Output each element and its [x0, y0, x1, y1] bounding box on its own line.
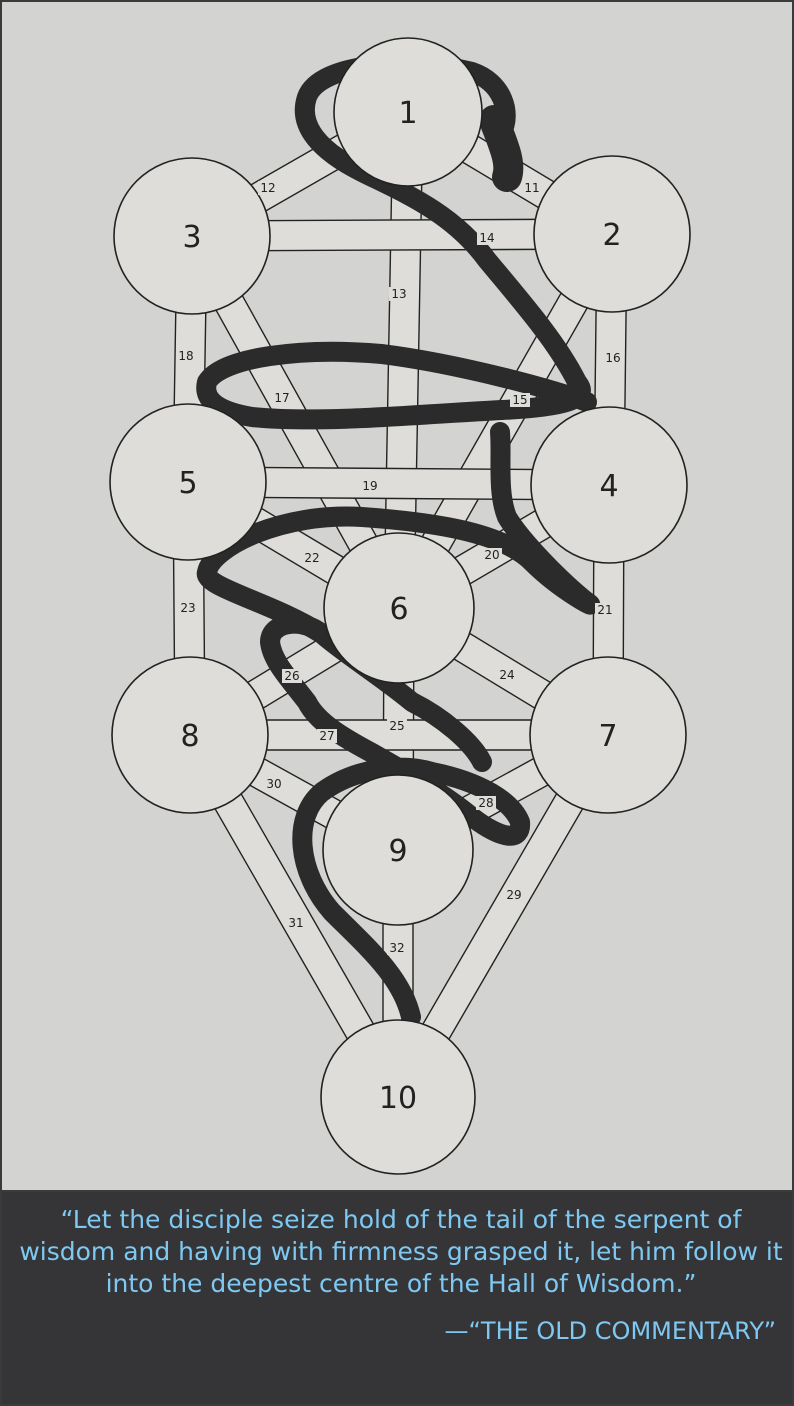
sephirah-number-4: 4 — [599, 469, 618, 504]
quote-attribution: —“THE OLD COMMENTARY” — [444, 1317, 776, 1345]
serpent-head — [479, 105, 524, 192]
sephirah-number-2: 2 — [602, 218, 621, 253]
path-number-13: 13 — [391, 287, 406, 301]
path-number-15: 15 — [512, 393, 527, 407]
sephirah-number-9: 9 — [388, 834, 407, 869]
path-number-25: 25 — [389, 719, 404, 733]
path-label-bg-31 — [286, 916, 306, 930]
sephirah-circle-7 — [529, 656, 687, 814]
path-number-29: 29 — [506, 888, 521, 902]
sephirah-6: 6 — [323, 532, 475, 684]
sephirah-5: 5 — [109, 403, 267, 561]
sephirah-circle-2 — [533, 155, 691, 313]
sephirah-1: 1 — [333, 37, 483, 187]
path-label-bg-24 — [497, 668, 517, 682]
path-number-24: 24 — [499, 668, 514, 682]
sephirah-2: 2 — [533, 155, 691, 313]
path-labels-layer: 1112131415161718192021222324252627282930… — [176, 181, 623, 955]
path-label-bg-14 — [477, 231, 497, 245]
sephirah-3: 3 — [113, 157, 271, 315]
path-number-20: 20 — [484, 548, 499, 562]
path-label-bg-15 — [510, 393, 530, 407]
caption-panel: “Let the disciple seize hold of the tail… — [2, 1192, 792, 1404]
path-number-22: 22 — [304, 551, 319, 565]
path-number-11: 11 — [524, 181, 539, 195]
path-number-17: 17 — [274, 391, 289, 405]
path-number-14: 14 — [479, 231, 494, 245]
sephirah-circle-5 — [109, 403, 267, 561]
sephirah-number-5: 5 — [178, 466, 197, 501]
sephirah-7: 7 — [529, 656, 687, 814]
path-label-bg-32 — [387, 941, 407, 955]
path-label-bg-11 — [522, 181, 542, 195]
path-label-bg-16 — [603, 351, 623, 365]
sephirah-number-8: 8 — [180, 719, 199, 754]
path-label-bg-27 — [317, 729, 337, 743]
path-number-32: 32 — [389, 941, 404, 955]
path-label-bg-18 — [176, 349, 196, 363]
path-label-bg-12 — [258, 181, 278, 195]
sephirah-circle-3 — [113, 157, 271, 315]
path-number-23: 23 — [180, 601, 195, 615]
path-label-bg-19 — [360, 479, 380, 493]
sephirah-circle-8 — [111, 656, 269, 814]
path-label-bg-25 — [387, 719, 407, 733]
path-label-bg-23 — [178, 601, 198, 615]
path-label-bg-17 — [272, 391, 292, 405]
path-number-21: 21 — [597, 603, 612, 617]
sephirah-circle-9 — [322, 774, 474, 926]
path-number-19: 19 — [362, 479, 377, 493]
path-number-31: 31 — [288, 916, 303, 930]
path-label-bg-28 — [476, 796, 496, 810]
sephirah-10: 10 — [320, 1019, 476, 1175]
path-number-26: 26 — [284, 669, 299, 683]
path-label-bg-13 — [389, 287, 409, 301]
path-label-bg-21 — [595, 603, 615, 617]
path-label-bg-20 — [482, 548, 502, 562]
sephirah-number-7: 7 — [598, 719, 617, 754]
sephirah-circle-10 — [320, 1019, 476, 1175]
sephirah-circle-1 — [333, 37, 483, 187]
quote-text: “Let the disciple seize hold of the tail… — [19, 1205, 783, 1298]
path-number-12: 12 — [260, 181, 275, 195]
sephirah-number-3: 3 — [182, 220, 201, 255]
sephirah-9: 9 — [322, 774, 474, 926]
path-number-30: 30 — [266, 777, 281, 791]
path-label-bg-26 — [282, 669, 302, 683]
sephirah-number-10: 10 — [379, 1081, 417, 1116]
path-label-bg-22 — [302, 551, 322, 565]
sephirah-number-6: 6 — [389, 592, 408, 627]
sephirah-number-1: 1 — [398, 96, 417, 131]
path-label-bg-29 — [504, 888, 524, 902]
sephirah-circle-6 — [323, 532, 475, 684]
sephirah-circle-4 — [530, 406, 688, 564]
path-number-28: 28 — [478, 796, 493, 810]
sephirah-4: 4 — [530, 406, 688, 564]
sephirah-8: 8 — [111, 656, 269, 814]
path-label-bg-30 — [264, 777, 284, 791]
path-number-27: 27 — [319, 729, 334, 743]
path-number-16: 16 — [605, 351, 620, 365]
path-number-18: 18 — [178, 349, 193, 363]
